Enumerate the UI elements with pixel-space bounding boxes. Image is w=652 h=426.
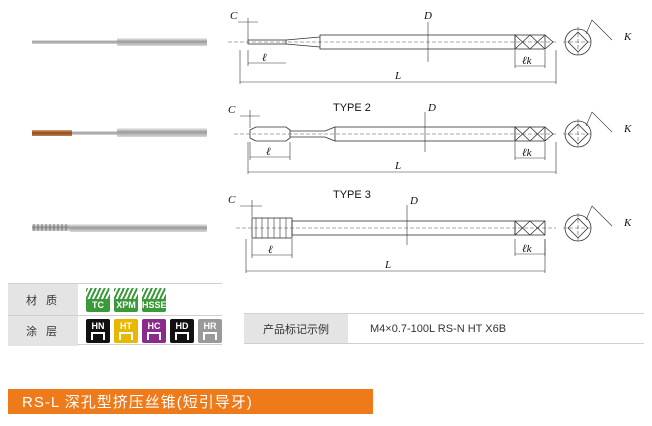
- tap-drawing-3: C D ℓ L ℓk K: [228, 194, 632, 273]
- tap-drawing-2: C D ℓ L ℓk K: [228, 102, 632, 174]
- dim-label-c: C: [230, 10, 238, 22]
- coating-label: 涂 层: [8, 316, 78, 346]
- dim-label-d: D: [409, 195, 418, 207]
- type-label-3: TYPE 3: [333, 189, 371, 201]
- tap-photo-2: [32, 128, 207, 137]
- product-title-bar: RS-L 深孔型挤压丝锥(短引导牙): [8, 389, 373, 414]
- tap-photo-1: [32, 38, 207, 46]
- coating-badge-ht: HT: [114, 319, 138, 343]
- dim-label-d: D: [427, 102, 436, 114]
- marking-example: 产品标记示例 M4×0.7-100L RS-N HT X6B: [244, 313, 644, 344]
- tap-photo-3: [32, 224, 207, 232]
- technical-drawing: C D ℓ L ℓk K TYPE 2: [32, 10, 632, 273]
- dim-label-L: L: [394, 160, 401, 172]
- spec-table: 材 质 TC XPM HSSE 涂 层 HN HT HC HD HR: [8, 283, 222, 346]
- dim-label-lk: ℓk: [522, 147, 533, 159]
- dim-label-c: C: [228, 194, 236, 206]
- material-badge-tc: TC: [86, 287, 110, 312]
- material-label: 材 质: [8, 284, 78, 315]
- marking-example-value: M4×0.7-100L RS-N HT X6B: [370, 322, 507, 335]
- dim-label-d: D: [423, 10, 432, 22]
- dim-label-l: ℓ: [262, 52, 267, 64]
- dim-label-lk: ℓk: [522, 243, 533, 255]
- dim-label-k: K: [623, 123, 632, 135]
- material-badge-hsse: HSSE: [142, 287, 166, 312]
- dim-label-L: L: [394, 70, 401, 82]
- coating-row: 涂 层 HN HT HC HD HR: [8, 315, 222, 346]
- dim-label-k: K: [623, 217, 632, 229]
- dim-label-k: K: [623, 31, 632, 43]
- material-badge-xpm: XPM: [114, 287, 138, 312]
- material-badges: TC XPM HSSE: [78, 284, 222, 315]
- dim-label-l: ℓ: [266, 146, 271, 158]
- dim-label-l: ℓ: [268, 244, 273, 256]
- coating-badge-hr: HR: [198, 319, 222, 343]
- coating-badge-hd: HD: [170, 319, 194, 343]
- coating-badges: HN HT HC HD HR: [78, 316, 222, 346]
- coating-badge-hn: HN: [86, 319, 110, 343]
- coating-badge-hc: HC: [142, 319, 166, 343]
- material-row: 材 质 TC XPM HSSE: [8, 284, 222, 315]
- dim-label-c: C: [228, 104, 236, 116]
- dim-label-L: L: [384, 259, 391, 271]
- tap-drawing-1: C D ℓ L ℓk K: [228, 10, 632, 84]
- marking-example-label: 产品标记示例: [244, 314, 348, 343]
- dim-label-lk: ℓk: [522, 55, 533, 67]
- product-title: RS-L 深孔型挤压丝锥(短引导牙): [22, 394, 253, 411]
- type-label-2: TYPE 2: [333, 102, 371, 114]
